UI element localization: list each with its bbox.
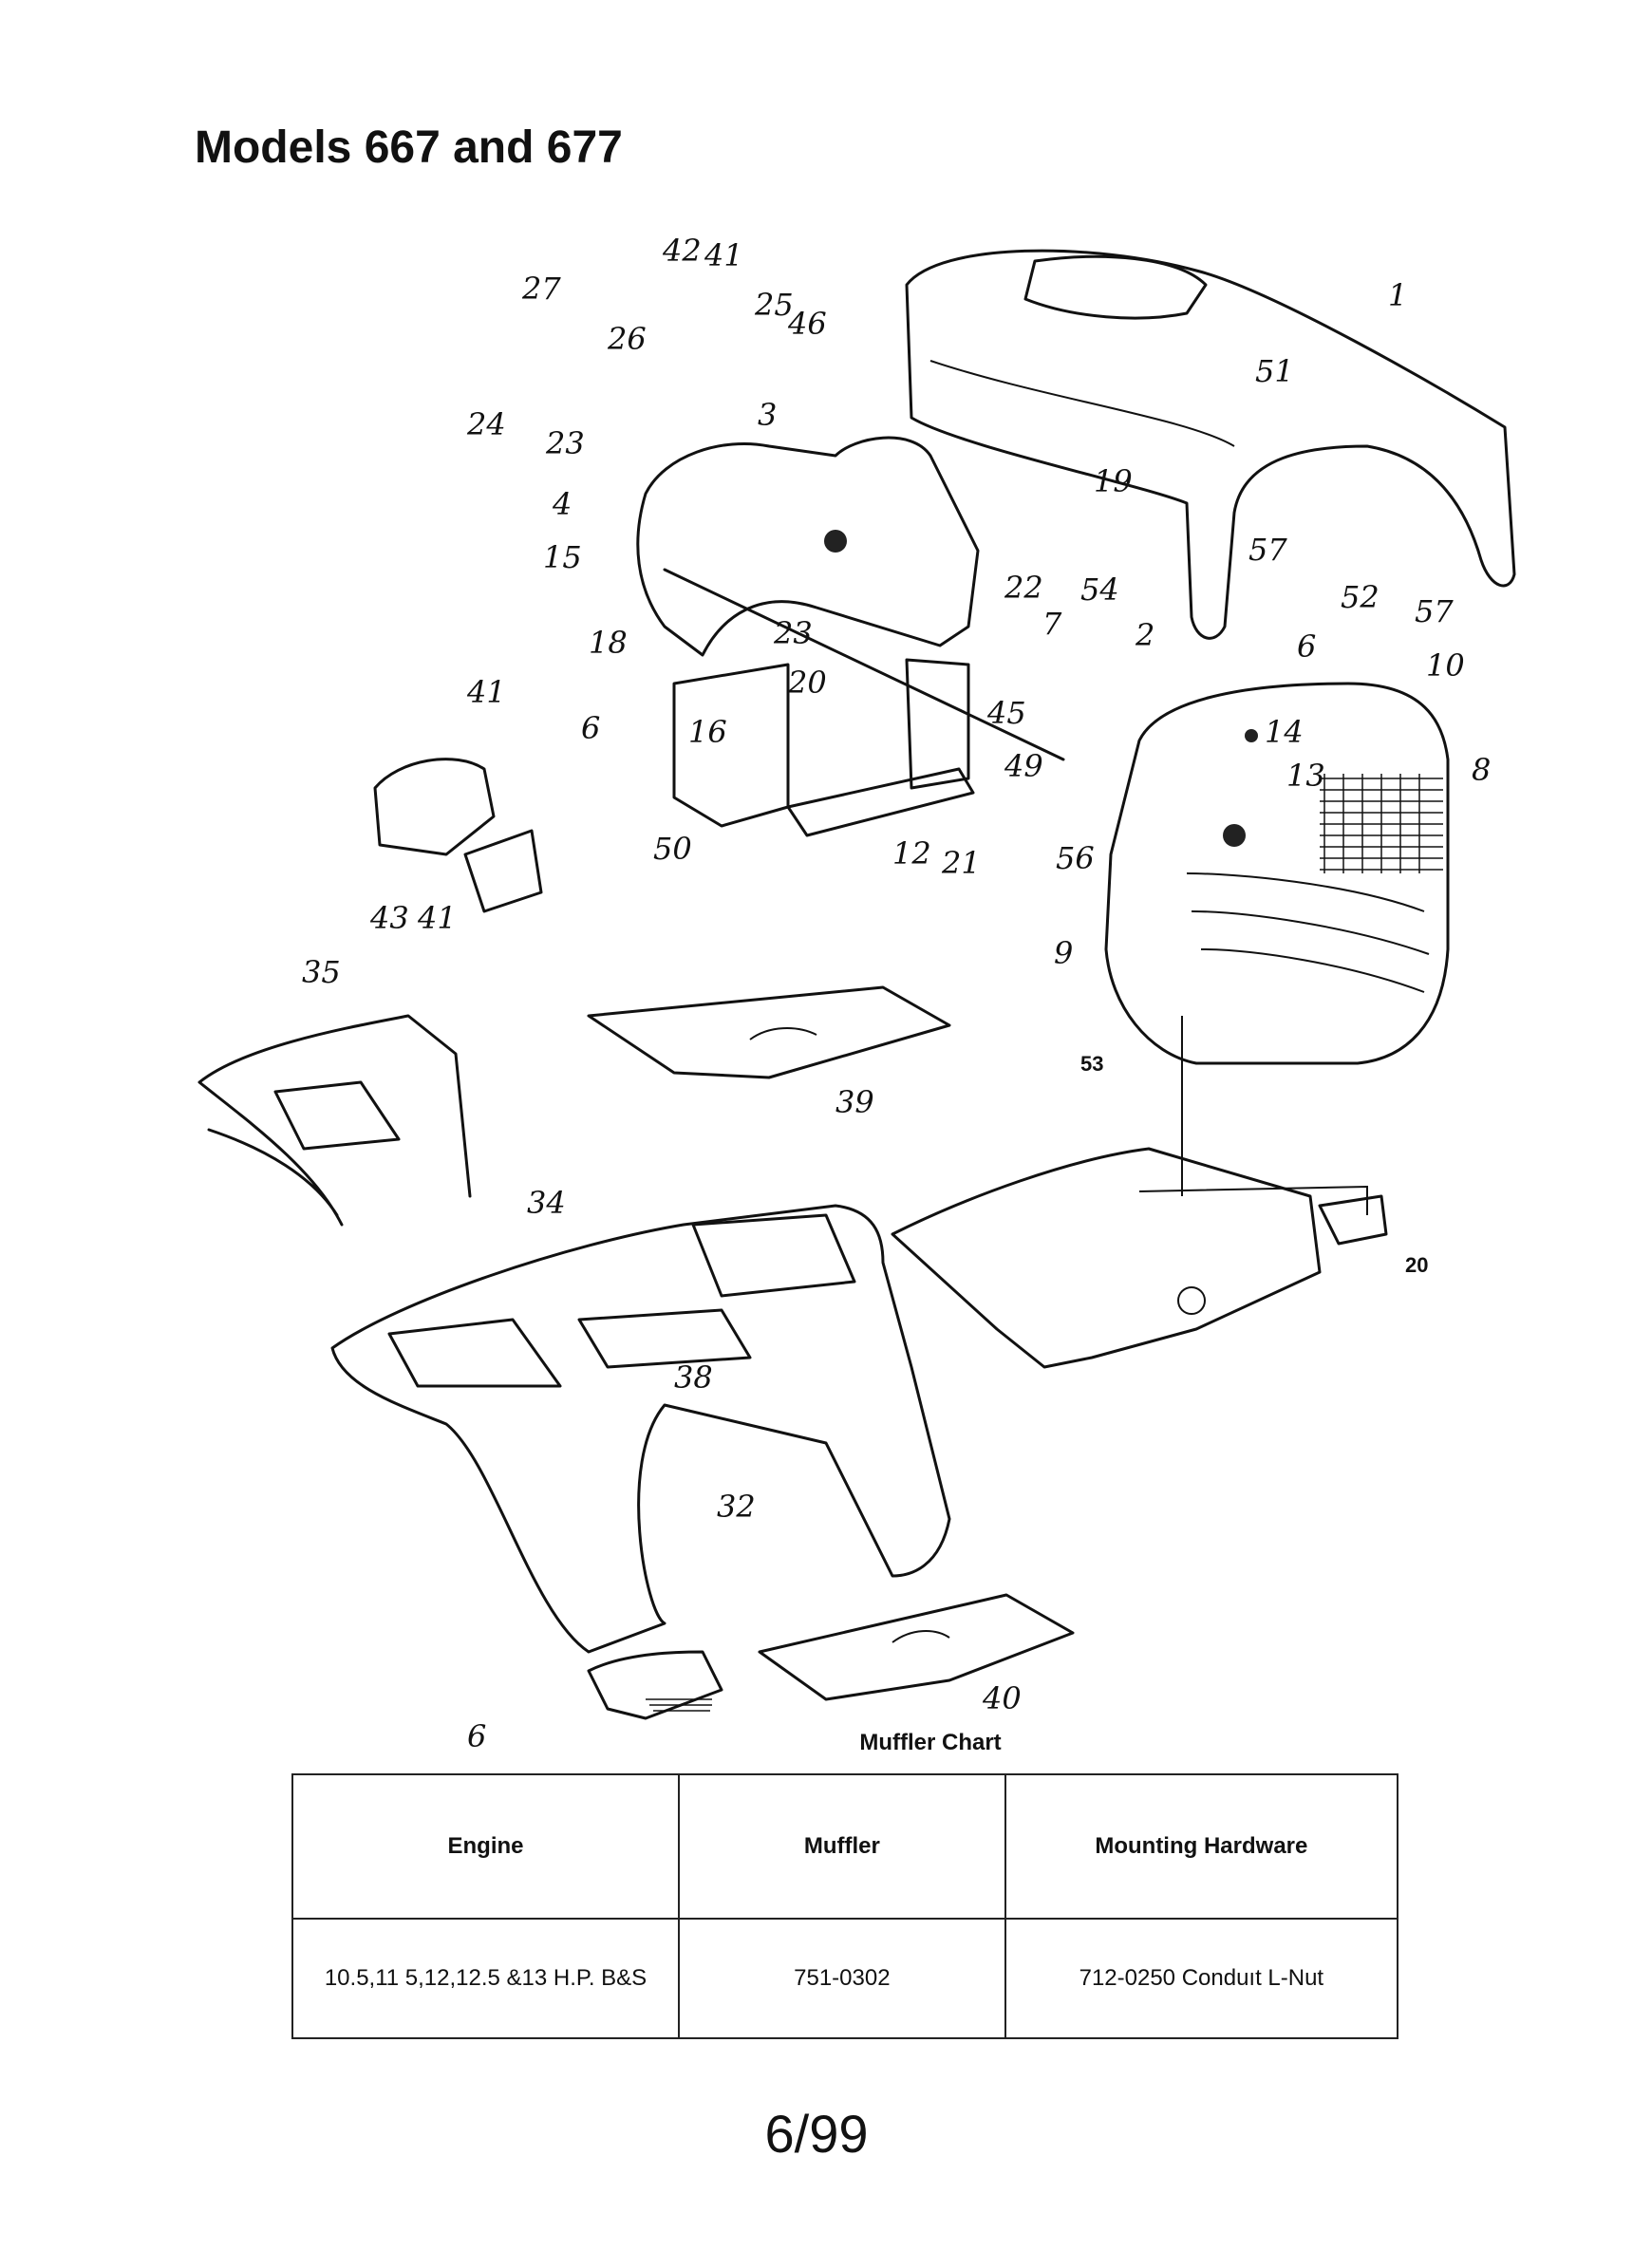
seat-pan-part <box>758 1593 1075 1701</box>
parts-diagram: 1 51 19 57 52 57 10 8 6 14 13 9 53 54 2 … <box>197 233 1516 1747</box>
grille-part <box>1104 682 1450 1065</box>
callout: 9 <box>1054 935 1073 971</box>
callout: 34 <box>527 1185 566 1221</box>
hood-part <box>905 249 1516 640</box>
frame-part <box>891 1016 1388 1369</box>
dash-panel-part <box>636 436 1065 761</box>
callout: 20 <box>787 665 827 701</box>
callout: 52 <box>1341 579 1380 615</box>
table-header-row: Engine Muffler Mounting Hardware <box>291 1773 1399 1920</box>
callout: 16 <box>688 714 727 750</box>
callout: 24 <box>466 406 506 442</box>
table-row: 10.5,11 5,12,12.5 &13 H.P. B&S 751-0302 … <box>291 1918 1399 2039</box>
callout: 56 <box>1056 840 1095 876</box>
callout: 42 <box>662 233 702 269</box>
callout: 3 <box>758 397 777 433</box>
cell-muffler: 751-0302 <box>678 1918 1006 2039</box>
page-title: Models 667 and 677 <box>195 122 623 173</box>
callout: 40 <box>982 1680 1022 1716</box>
muffler-chart-title: Muffler Chart <box>859 1730 1002 1755</box>
callout: 41 <box>417 900 457 936</box>
callout: 14 <box>1265 714 1304 750</box>
callout: 49 <box>1004 748 1043 784</box>
floor-mat-part <box>587 985 951 1079</box>
cell-engine: 10.5,11 5,12,12.5 &13 H.P. B&S <box>291 1918 681 2039</box>
rear-fender-part <box>330 1204 951 1654</box>
callout: 19 <box>1094 463 1133 499</box>
bumper-part <box>587 1650 723 1720</box>
callout: 6 <box>467 1718 486 1747</box>
callout: 41 <box>704 237 743 273</box>
callout: 39 <box>835 1084 874 1120</box>
callout: 6 <box>1297 628 1316 665</box>
callout: 23 <box>545 425 585 461</box>
callout: 54 <box>1080 572 1119 608</box>
page-footer-date: 6/99 <box>764 2104 869 2164</box>
callout: 32 <box>717 1489 756 1525</box>
callout: 41 <box>466 674 506 710</box>
callout: 10 <box>1426 647 1465 684</box>
callout: 50 <box>653 831 692 867</box>
callout: 45 <box>986 695 1026 731</box>
callout: 2 <box>1135 617 1154 653</box>
callout: 12 <box>892 835 931 872</box>
lever-assembly-part <box>373 758 543 913</box>
callout: 4 <box>552 486 572 522</box>
muffler-chart-table: Engine Muffler Mounting Hardware 10.5,11… <box>291 1773 1399 2039</box>
callout: 35 <box>302 954 341 990</box>
callout: 26 <box>607 321 647 357</box>
callout: 6 <box>581 710 600 746</box>
callout: 1 <box>1388 277 1407 313</box>
callout: 27 <box>521 271 561 307</box>
callout: 38 <box>674 1359 713 1396</box>
column-header-engine: Engine <box>291 1773 681 1920</box>
callout: 57 <box>1248 532 1287 568</box>
column-header-mounting-hardware: Mounting Hardware <box>1004 1773 1399 1920</box>
callout: 51 <box>1255 353 1294 389</box>
callout: 23 <box>773 615 813 651</box>
callout: 18 <box>589 625 628 661</box>
callout-labels: 1 51 19 57 52 57 10 8 6 14 13 9 53 54 2 … <box>302 233 1491 1747</box>
column-header-muffler: Muffler <box>678 1773 1006 1920</box>
callout: 53 <box>1080 1052 1103 1076</box>
callout: 57 <box>1415 593 1454 629</box>
callout: 21 <box>941 845 981 881</box>
callout: 20 <box>1405 1253 1428 1277</box>
callout: 22 <box>1004 570 1043 606</box>
left-fender-part <box>197 1014 472 1227</box>
callout: 25 <box>754 287 794 323</box>
callout: 43 <box>369 900 409 936</box>
callout: 13 <box>1286 758 1325 794</box>
callout: 8 <box>1472 752 1491 788</box>
callout: 15 <box>543 539 582 575</box>
callout: 46 <box>787 306 827 342</box>
callout: 7 <box>1042 606 1062 642</box>
cell-mounting-hardware: 712-0250 Conduıt L-Nut <box>1004 1918 1399 2039</box>
bracket-part <box>672 658 975 837</box>
